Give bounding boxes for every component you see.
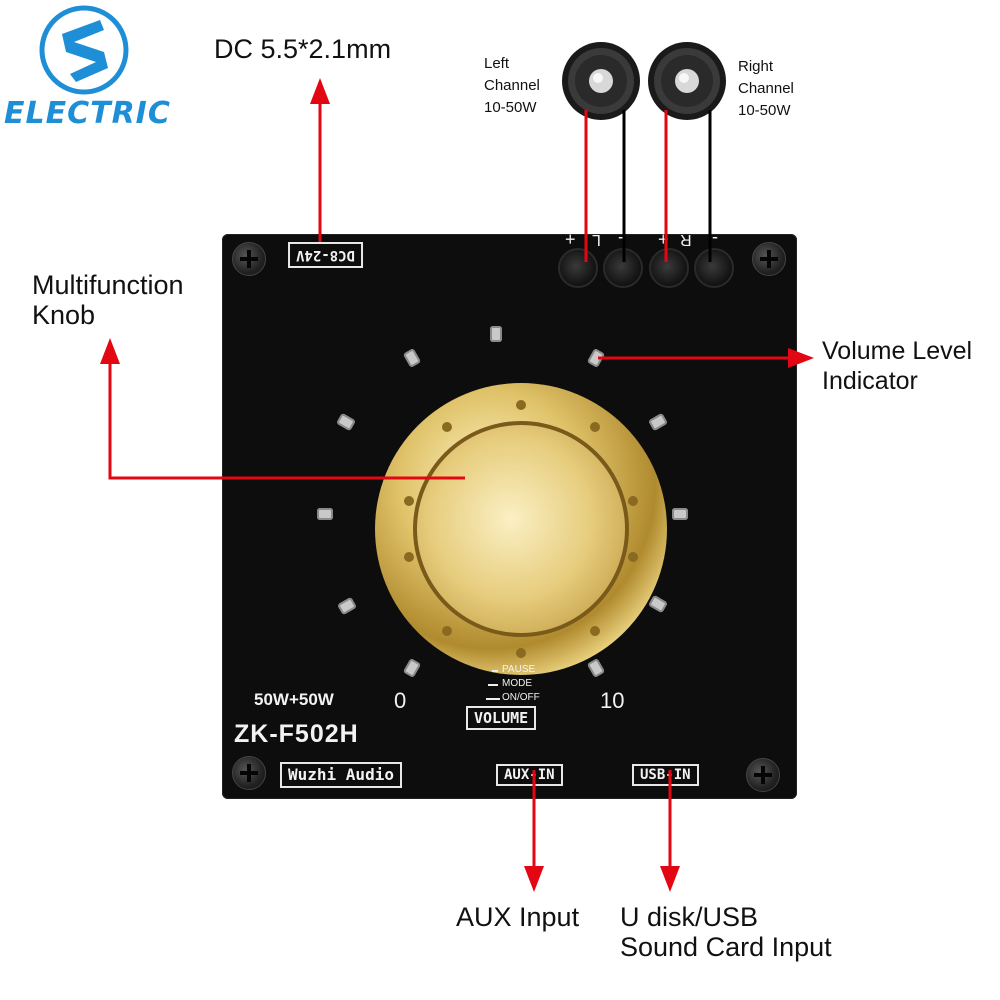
- right-channel-label: Right Channel 10-50W: [738, 58, 794, 119]
- power-rating: 50W+50W: [254, 690, 334, 709]
- right-speaker-icon: [646, 40, 728, 122]
- usb-input-callout: U disk/USB Sound Card Input: [620, 902, 832, 962]
- terminal-mark: L: [592, 231, 601, 248]
- volume-box: VOLUME: [466, 706, 537, 730]
- logo: ELECTRIC: [4, 4, 171, 134]
- left-speaker-icon: [560, 40, 642, 122]
- volume-led: [336, 412, 356, 432]
- speaker-terminal[interactable]: [649, 248, 689, 288]
- terminal-mark: -: [618, 229, 624, 249]
- scale-min: 0: [394, 688, 407, 713]
- speaker-terminal[interactable]: [603, 248, 643, 288]
- scale-max: 10: [600, 688, 625, 713]
- screw-icon: [752, 242, 786, 276]
- volume-led: [337, 596, 357, 616]
- volume-led: [402, 348, 422, 368]
- brand-box: Wuzhi Audio: [280, 762, 402, 788]
- terminal-mark: +: [565, 229, 576, 249]
- dc-input-callout: DC 5.5*2.1mm: [214, 34, 392, 64]
- speaker-terminal[interactable]: [694, 248, 734, 288]
- terminal-mark: -: [712, 229, 718, 249]
- knob-callout: Multifunction Knob: [32, 270, 184, 330]
- legend-dashes: [486, 666, 500, 706]
- terminal-mark: +: [658, 229, 669, 249]
- screw-icon: [232, 242, 266, 276]
- legend-mode: MODE: [502, 678, 532, 689]
- volume-indicator-callout: Volume Level Indicator: [822, 337, 973, 395]
- logo-text: ELECTRIC: [4, 96, 171, 131]
- aux-input-callout: AUX Input: [456, 902, 580, 932]
- screw-icon: [232, 756, 266, 790]
- usb-in-port[interactable]: USB-IN: [632, 764, 699, 786]
- dc-voltage-label: DC8-24V: [288, 242, 364, 268]
- volume-led: [490, 326, 502, 342]
- speaker-terminal[interactable]: [558, 248, 598, 288]
- amplifier-board: DC8-24V + L - + R -: [222, 229, 797, 799]
- volume-led: [317, 508, 333, 520]
- legend-pause: PAUSE: [502, 664, 536, 675]
- volume-led: [672, 508, 688, 520]
- left-channel-label: Left Channel 10-50W: [484, 55, 540, 116]
- logo-emblem-icon: [39, 5, 129, 95]
- screw-icon: [746, 758, 780, 792]
- volume-led: [586, 348, 606, 368]
- aux-in-port[interactable]: AUX-IN: [496, 764, 563, 786]
- legend-onoff: ON/OFF: [502, 692, 540, 703]
- model-number: ZK-F502H: [234, 720, 359, 748]
- multifunction-knob[interactable]: [371, 379, 671, 679]
- terminal-mark: R: [680, 231, 692, 248]
